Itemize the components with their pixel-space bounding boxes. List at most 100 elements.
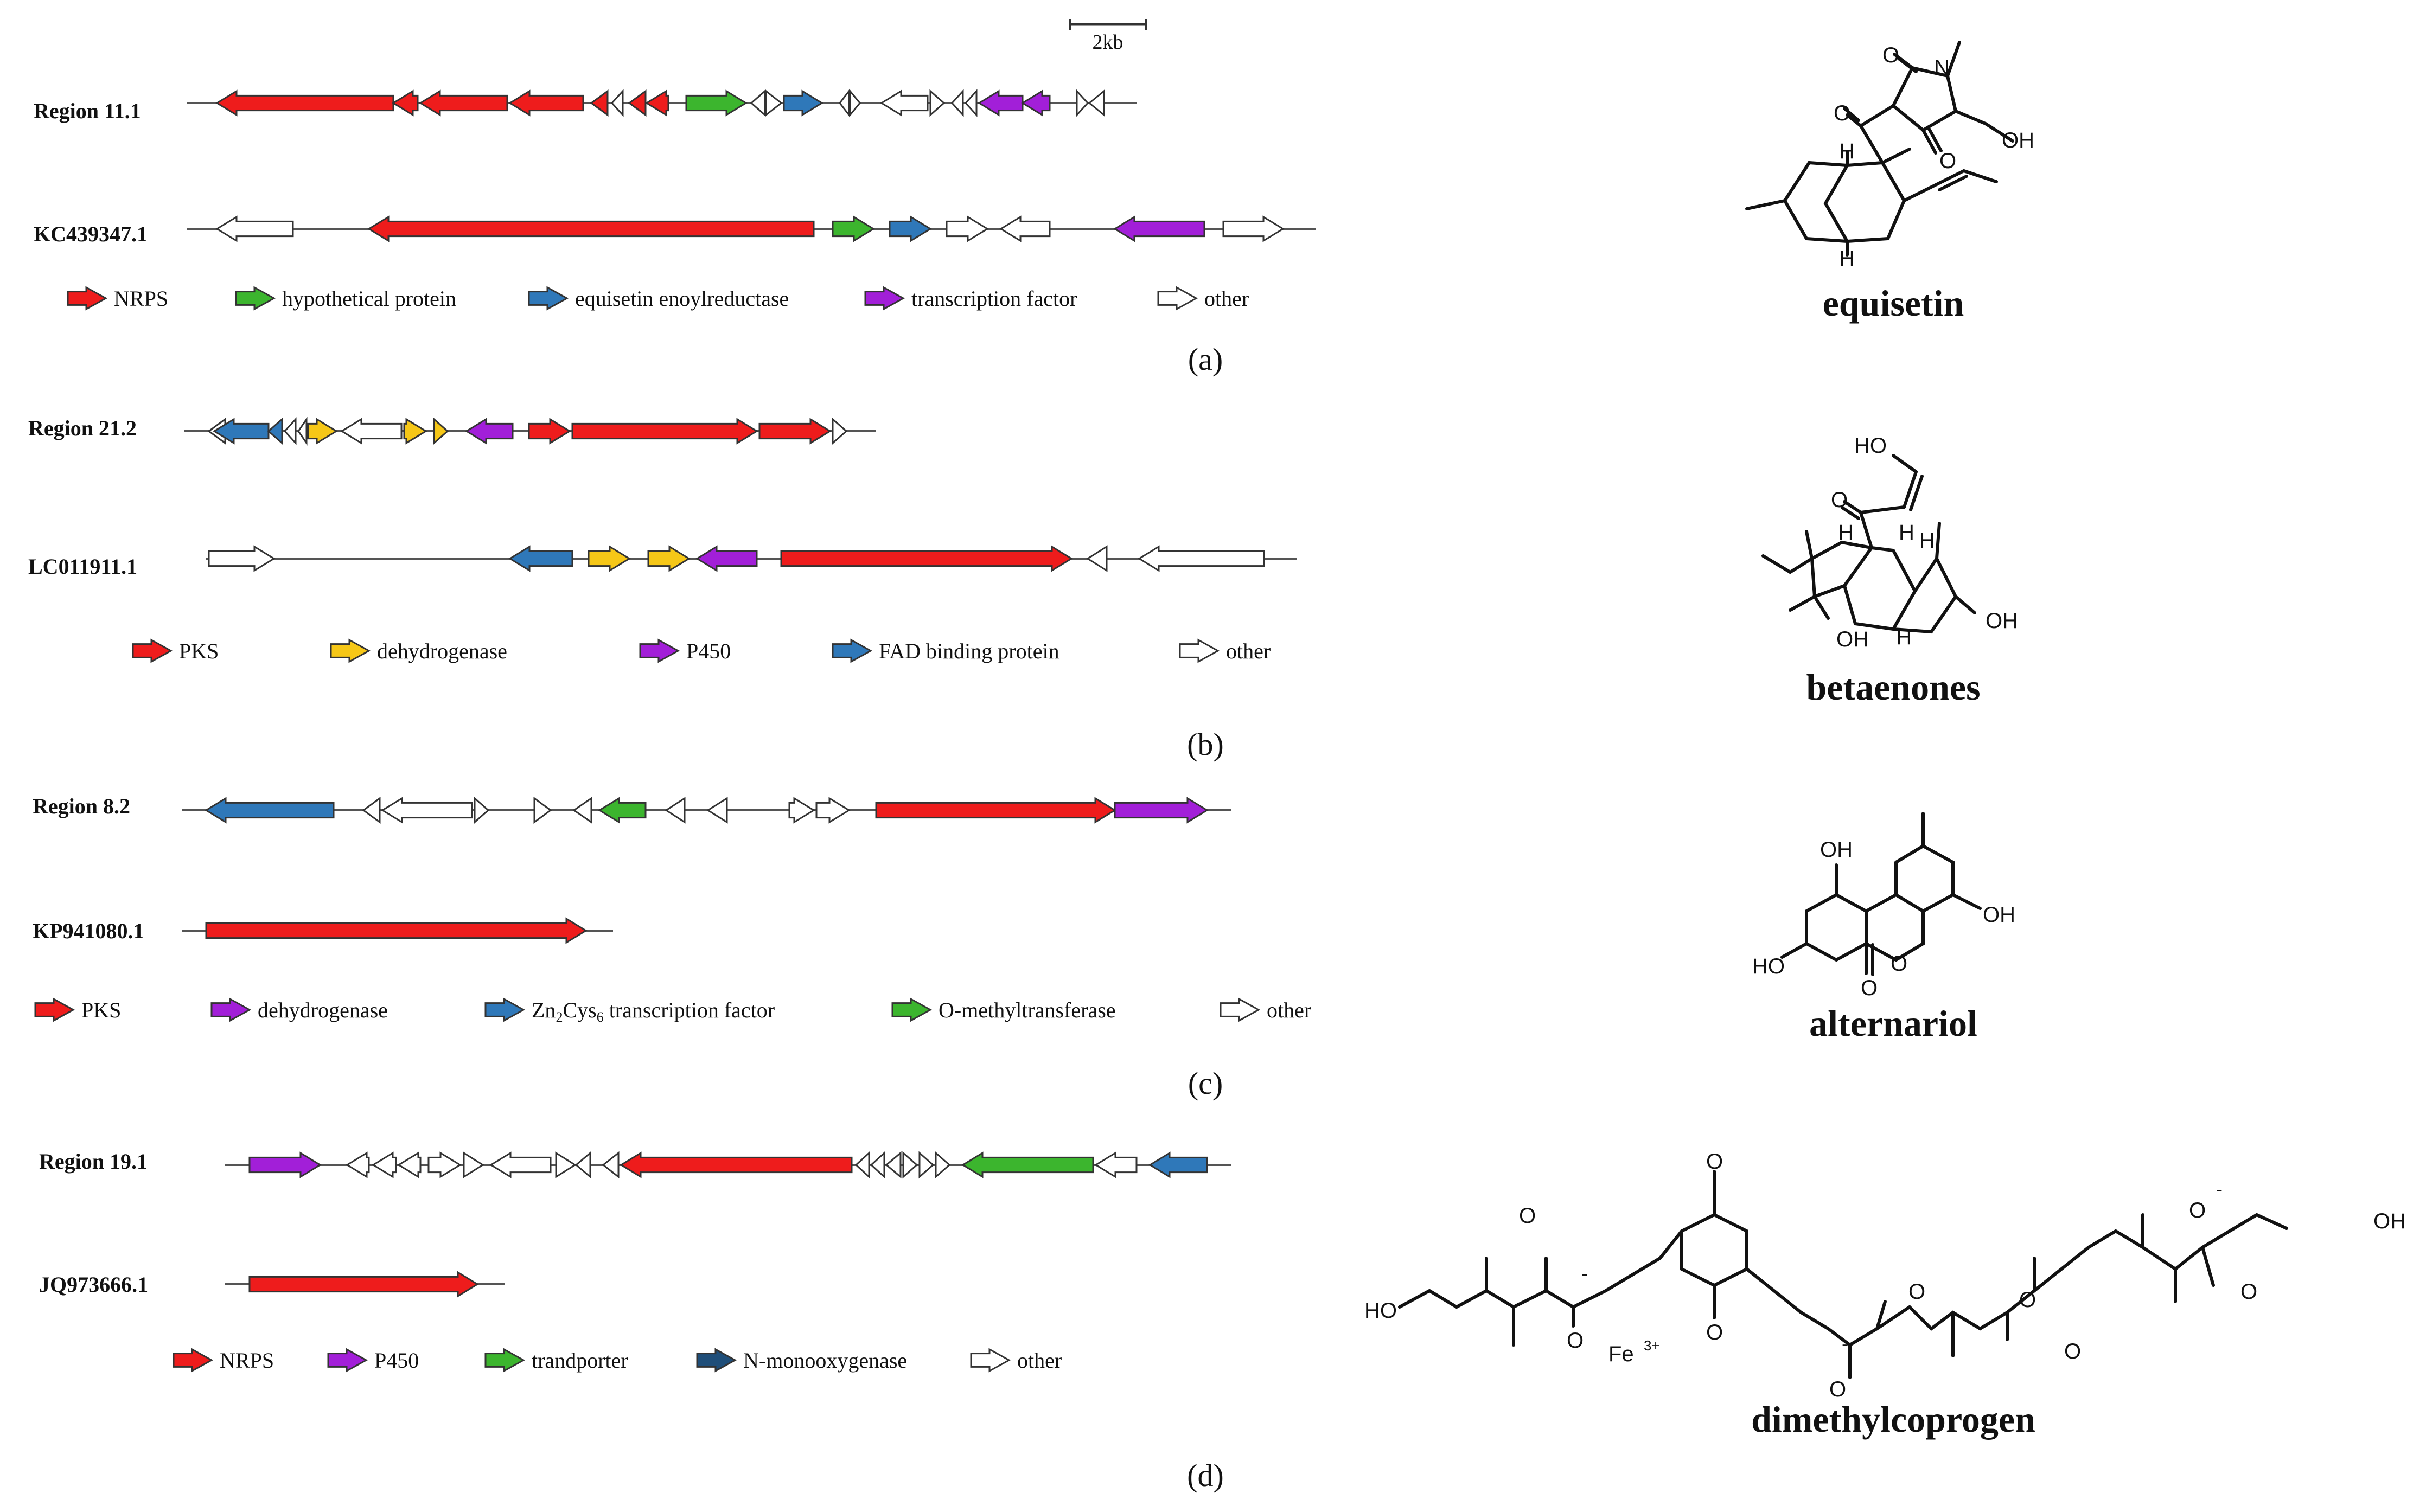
gene-arrow — [283, 417, 297, 445]
equisetin-structure — [1745, 41, 2014, 257]
atom-label: O — [1882, 43, 1899, 67]
atom-label: 3+ — [1644, 1337, 1660, 1354]
legend-label: hypothetical protein — [282, 286, 456, 311]
gene-arrow — [706, 797, 728, 824]
gene-arrow — [397, 1151, 422, 1178]
atom-label: OH — [2002, 129, 2034, 152]
gene-arrow — [1157, 286, 1198, 311]
legend-label: trandporter — [532, 1348, 628, 1373]
alternariol-atoms: OH OH HO O O alternariol — [1752, 838, 2015, 1044]
legend-label: Zn2Cys6 transcription factor — [532, 998, 775, 1025]
legend-label: P450 — [374, 1348, 419, 1373]
atom-label: O — [1939, 149, 1956, 173]
legend-label-part: 2 — [556, 1009, 563, 1025]
legend-label: N-monooxygenase — [743, 1348, 907, 1373]
atom-label: HO — [1752, 954, 1785, 978]
equisetin-atoms: O N O O OH H H equisetin — [1823, 43, 2034, 324]
track-label: LC011911.1 — [28, 554, 137, 579]
gene-arrow — [695, 545, 758, 572]
gene-arrow — [885, 1151, 902, 1179]
gene-arrow — [508, 545, 573, 572]
gene-arrow — [891, 997, 933, 1022]
gene-arrow — [590, 89, 609, 117]
atom-label: O — [1706, 1150, 1723, 1174]
gene-arrow — [832, 638, 873, 663]
gene-arrow — [1148, 1151, 1208, 1178]
atom-label: O — [1706, 1321, 1723, 1344]
gene-arrow — [508, 89, 584, 117]
compound-name: alternariol — [1809, 1003, 1977, 1044]
gene-arrow — [685, 89, 748, 117]
track-label: Region 21.2 — [28, 416, 137, 440]
gene-arrow — [902, 1151, 918, 1179]
gene-arrow — [210, 997, 252, 1022]
dimethylcoprogen-structure — [1398, 1170, 2288, 1379]
gene-arrow — [588, 545, 631, 572]
gene-arrow — [528, 286, 569, 311]
panel-label: (c) — [1188, 1066, 1223, 1101]
atom-label: O — [1567, 1329, 1584, 1353]
gene-arrow — [235, 286, 276, 311]
gene-arrow — [327, 1348, 368, 1373]
gene-arrow — [362, 797, 381, 824]
gene-arrow — [1086, 545, 1108, 572]
gene-arrow — [598, 797, 647, 824]
panel-label: (a) — [1188, 342, 1223, 377]
gene-arrow — [639, 638, 680, 663]
atom-label: OH — [1983, 903, 2015, 927]
atom-label: O — [1834, 101, 1850, 125]
gene-arrow — [248, 1151, 322, 1178]
betaenones-structure — [1761, 454, 1976, 634]
gene-track — [225, 1271, 505, 1298]
atom-label: H — [1838, 521, 1854, 544]
gene-arrow — [132, 638, 173, 663]
atom-label: OH — [1820, 838, 1853, 862]
gene-arrow — [1220, 997, 1261, 1022]
gene-arrow — [34, 997, 75, 1022]
gene-arrow — [610, 89, 624, 117]
compound-name: equisetin — [1823, 283, 1964, 324]
gene-arrow — [427, 1151, 462, 1178]
gene-arrow — [620, 1151, 853, 1178]
scale-bar: 2kb — [1069, 19, 1147, 54]
gene-arrow — [571, 418, 758, 445]
gene-arrow — [946, 215, 989, 242]
gene-arrow — [783, 89, 823, 117]
gene-arrow — [918, 1151, 935, 1179]
legend-label: P450 — [686, 639, 731, 663]
panel-label: (b) — [1187, 727, 1224, 762]
gene-arrow — [215, 89, 394, 117]
gene-arrow — [67, 286, 108, 311]
gene-arrow — [1138, 545, 1265, 572]
atom-label: O — [2189, 1199, 2206, 1222]
gene-arrow — [433, 417, 449, 445]
gene-arrow — [528, 418, 571, 445]
atom-label: H — [1839, 247, 1855, 271]
gene-arrow — [849, 88, 861, 118]
gene-arrow — [832, 215, 875, 242]
legend-label: NRPS — [114, 286, 168, 311]
gene-track — [187, 88, 1137, 118]
gene-arrow — [815, 797, 851, 824]
gene-arrow — [340, 418, 403, 445]
alternariol-structure — [1780, 812, 1982, 976]
gene-arrow — [555, 1151, 577, 1178]
gene-arrow — [419, 89, 508, 117]
gene-arrow — [330, 638, 371, 663]
legend-label: O-methyltransferase — [939, 998, 1116, 1022]
gene-arrow — [403, 418, 427, 445]
gene-arrow — [1021, 89, 1051, 117]
gene-arrow — [248, 1271, 479, 1298]
gene-arrow — [484, 1348, 526, 1373]
atom-label: H — [1839, 139, 1855, 163]
legend-label-part: transcription factor — [604, 998, 775, 1022]
compound-name: betaenones — [1806, 667, 1980, 708]
atom-label: O — [2064, 1340, 2081, 1363]
track-label: KP941080.1 — [33, 919, 144, 943]
legend-label-part: Cys — [563, 998, 596, 1022]
